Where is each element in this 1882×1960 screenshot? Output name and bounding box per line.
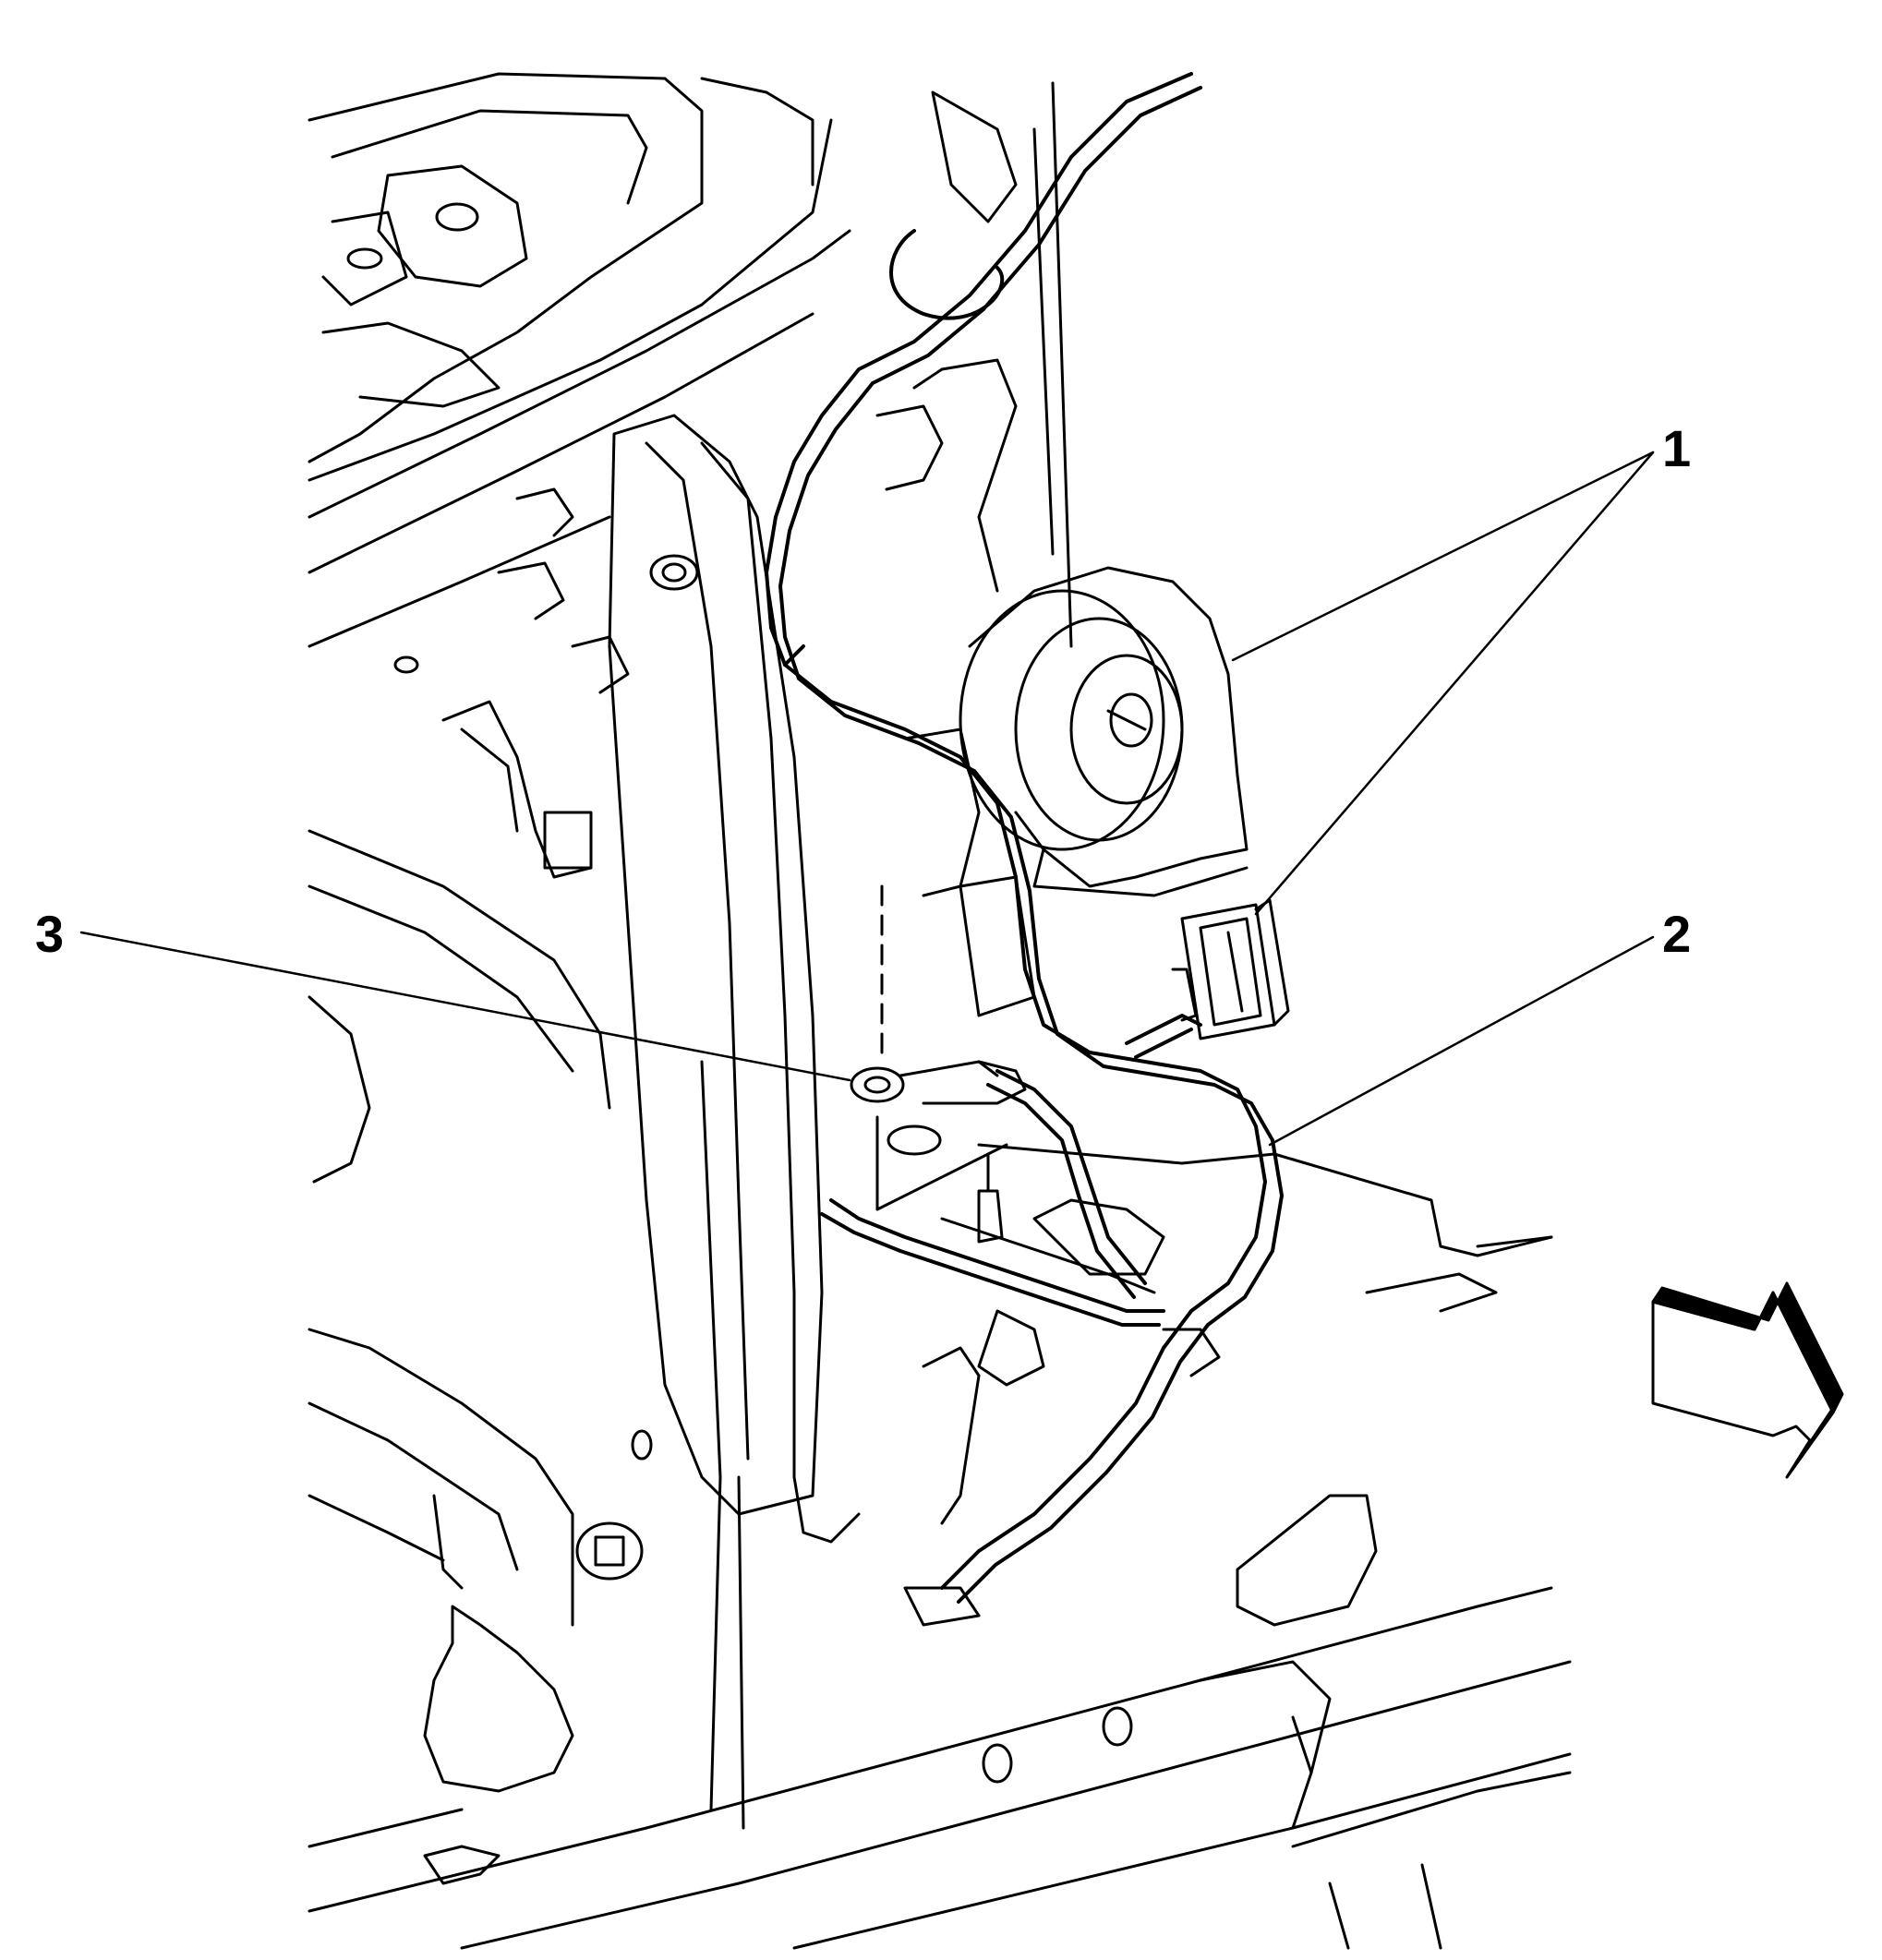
callout-label-1: 1 xyxy=(1662,419,1692,477)
horn-bracket xyxy=(875,358,1036,1017)
right-floor-panel xyxy=(922,1143,1553,1525)
ground-bolt xyxy=(977,1152,1004,1244)
callout-label-2: 2 xyxy=(1662,905,1692,963)
view-direction-arrow-icon xyxy=(1651,1281,1844,1479)
upper-body-panel xyxy=(308,72,1073,648)
horn xyxy=(959,566,1249,897)
callout-label-3: 3 xyxy=(35,905,65,963)
left-wheelhouse xyxy=(308,487,653,1793)
lower-crossmember xyxy=(308,1235,1572,1950)
wiring-harness xyxy=(765,72,1284,1604)
ground-terminal xyxy=(850,884,1027,1211)
callout-leader-lines xyxy=(79,451,1655,1147)
vertical-pillar xyxy=(608,414,861,1830)
